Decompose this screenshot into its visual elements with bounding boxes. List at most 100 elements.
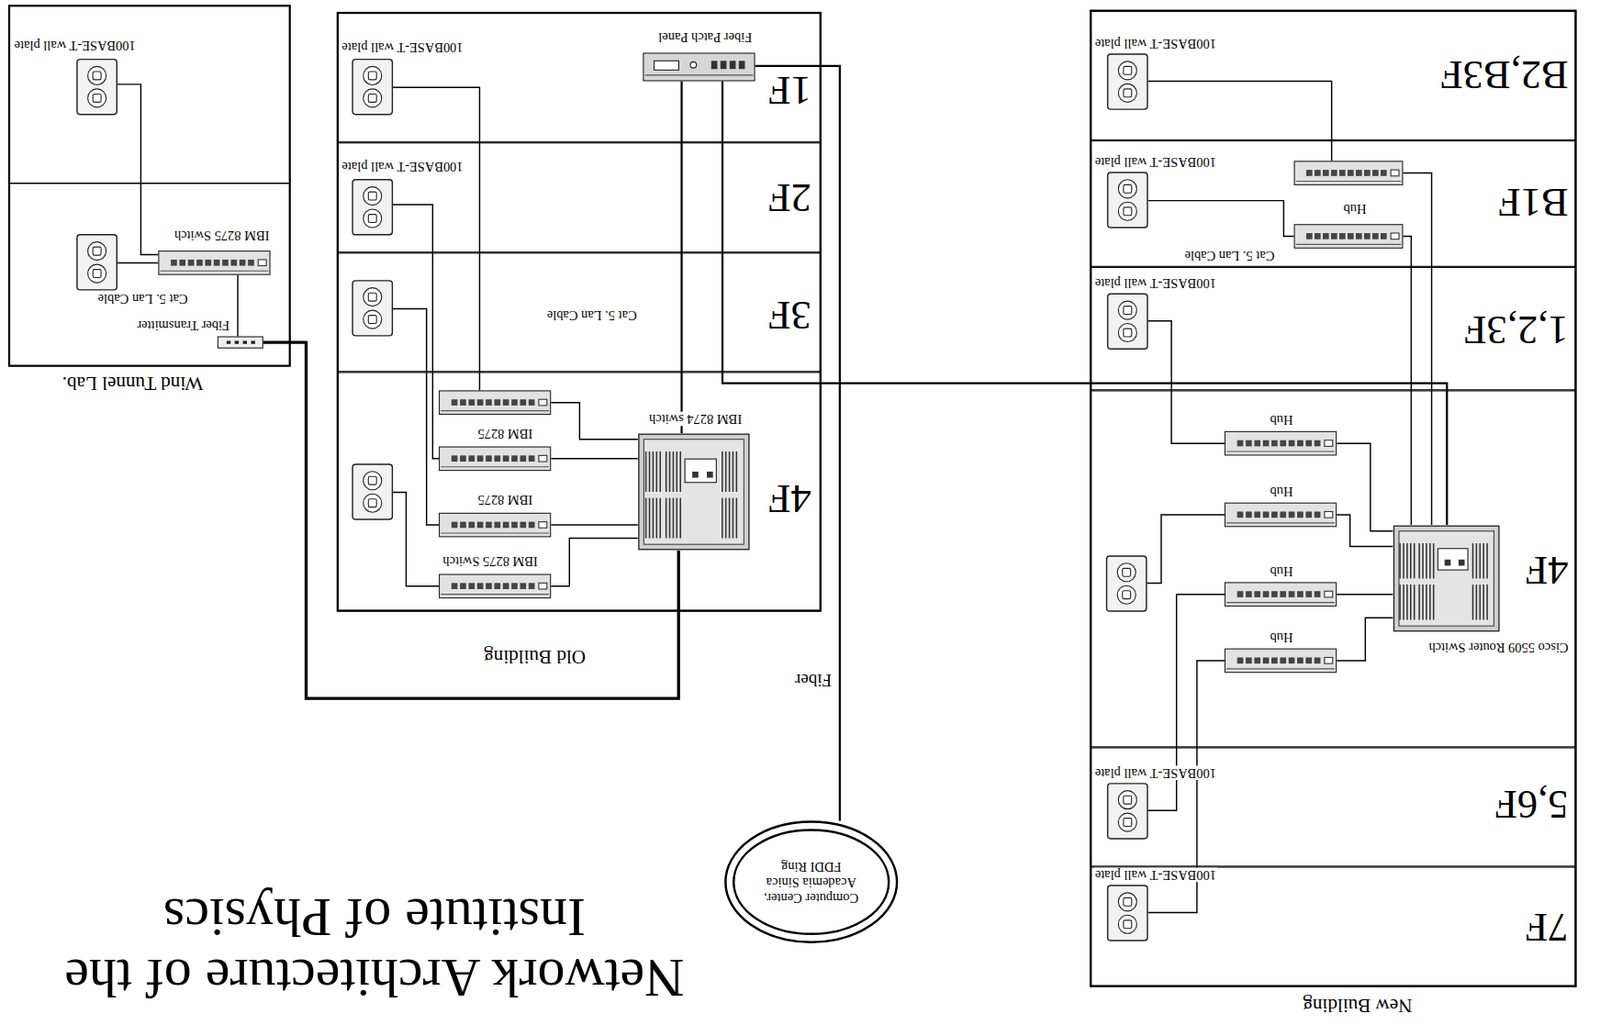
panel-body — [643, 53, 755, 81]
vent — [728, 498, 731, 539]
fiber-port — [729, 60, 737, 69]
port — [1271, 591, 1278, 598]
port — [1314, 657, 1321, 664]
device-label: IBM 8275 Switch — [173, 228, 271, 243]
vent — [648, 451, 651, 493]
port — [1314, 591, 1321, 598]
port — [511, 582, 518, 590]
network-cable — [117, 84, 158, 256]
device-figure — [438, 573, 551, 599]
building-outline: Wind Tunnel Lab.IBM 8275 SwitchFiber Tra… — [8, 4, 291, 368]
port — [1347, 169, 1354, 177]
jack — [1118, 324, 1137, 343]
jack-socket — [368, 191, 377, 201]
vent — [1486, 584, 1489, 620]
cable-line — [392, 492, 439, 587]
vent — [672, 451, 675, 493]
jack-socket — [368, 315, 377, 325]
network-cable — [1148, 321, 1225, 444]
plate-body — [352, 280, 392, 336]
patch-panel: Fiber Patch Panel — [642, 52, 755, 81]
led-block — [538, 582, 548, 590]
jack — [363, 89, 382, 108]
device-label: Hub — [1268, 630, 1294, 645]
port — [1339, 169, 1346, 177]
led-block — [538, 399, 548, 406]
device-figure — [1294, 161, 1403, 186]
port — [230, 259, 237, 267]
device-figure — [1107, 556, 1147, 612]
floor-label: 1F — [767, 68, 813, 112]
device-figure — [157, 250, 270, 276]
device-bevel — [440, 466, 549, 468]
plate-body — [352, 179, 392, 235]
panel-key — [1444, 559, 1452, 567]
port — [1263, 440, 1270, 448]
floor-label: 5,6F — [1493, 783, 1570, 827]
vent — [736, 498, 739, 539]
port — [1364, 169, 1371, 177]
device-figure — [1224, 503, 1337, 528]
port — [1245, 440, 1253, 448]
port — [1279, 512, 1287, 519]
device-label: 100BASE-T wall plate — [1094, 155, 1218, 169]
jack-socket — [1123, 184, 1132, 193]
network-cable — [1336, 593, 1393, 595]
wall-plate: 100BASE-T wall plate — [1107, 54, 1148, 111]
floor-band: 2F100BASE-T wall plate — [336, 142, 822, 253]
fiber-port — [720, 60, 728, 69]
device-label: Cisco 5509 Router Switch — [1427, 640, 1569, 655]
hub-device: IBM 8275 — [438, 513, 551, 538]
port — [1237, 591, 1244, 598]
vent — [728, 451, 731, 493]
jack-socket — [368, 71, 377, 80]
device-figure — [352, 280, 392, 336]
device-bevel — [160, 270, 269, 272]
device-figure — [637, 433, 750, 551]
hub-device: IBM 8275 — [438, 446, 551, 471]
jack-socket — [92, 246, 101, 256]
network-cable — [1402, 236, 1411, 526]
device-label: IBM 8275 — [476, 426, 534, 441]
device-body — [1224, 431, 1336, 456]
vent — [1476, 584, 1478, 620]
vent — [1432, 584, 1435, 620]
port — [1288, 512, 1296, 519]
device-label: 100BASE-T wall plate — [1094, 36, 1218, 51]
device-body — [158, 251, 270, 276]
vent — [1421, 543, 1424, 579]
port — [485, 582, 493, 590]
port — [468, 455, 475, 462]
wall-plate: 100BASE-T wall plate — [1107, 171, 1148, 228]
floor-band: 1FFiber Patch Panel100BASE-T wall plate — [336, 11, 822, 143]
jack — [1117, 585, 1136, 605]
ring-outer — [725, 822, 897, 943]
vent — [1418, 543, 1421, 579]
jack — [363, 209, 382, 228]
port — [1279, 440, 1287, 448]
vent — [1406, 584, 1409, 620]
port — [511, 455, 518, 462]
port — [1245, 512, 1253, 519]
cable-line — [8, 182, 291, 184]
vent — [672, 498, 675, 539]
led — [226, 340, 231, 344]
floor-band: 4FCisco 5509 Router SwitchHubHubHubHub — [1089, 390, 1577, 748]
port — [477, 522, 484, 529]
jack-socket — [1123, 920, 1132, 929]
port — [503, 522, 510, 529]
cable-line — [1146, 514, 1224, 583]
jack — [1117, 563, 1136, 582]
vent — [1398, 543, 1401, 579]
port — [519, 399, 526, 406]
port — [477, 399, 484, 406]
device-bevel — [1226, 522, 1335, 524]
vent — [1478, 543, 1481, 579]
port — [468, 522, 475, 529]
hub-device: Hub — [1294, 223, 1404, 249]
vent — [679, 451, 682, 493]
network-cable — [1148, 201, 1295, 237]
device-bevel — [1226, 602, 1335, 604]
device-bevel — [1296, 244, 1401, 246]
network-cable — [550, 524, 638, 526]
